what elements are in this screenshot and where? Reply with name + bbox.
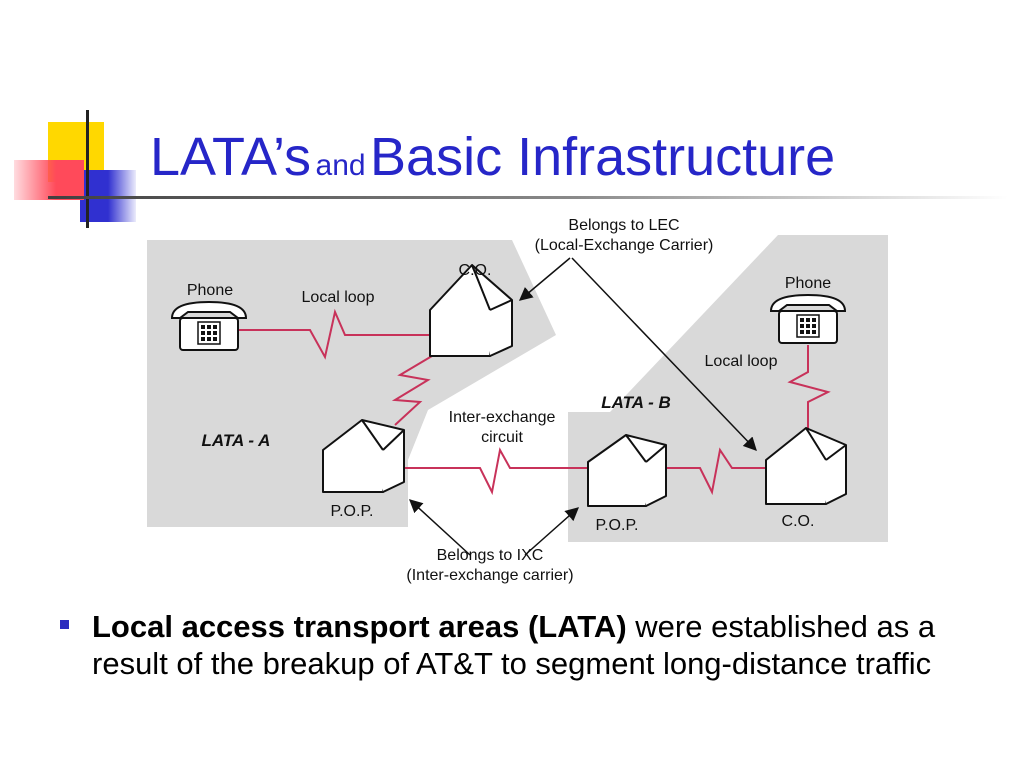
title-part3: Basic Infrastructure <box>370 127 836 187</box>
local-loop-a-wire <box>238 308 432 360</box>
pop-co-b-wire <box>664 447 770 496</box>
interexchange-label-line2: circuit <box>481 429 523 446</box>
local-loop-a-label: Local loop <box>302 289 375 306</box>
ixc-arrow-to-pop-a <box>409 499 471 556</box>
title-part1: LATA’s <box>150 127 312 187</box>
lata-b-label: LATA - B <box>601 393 671 412</box>
co-a-house-icon <box>429 264 513 357</box>
local-loop-b-wire <box>787 345 831 432</box>
lata-a-label: LATA - A <box>202 431 271 450</box>
page-title: LATA’s and Basic Infrastructure <box>150 122 1010 192</box>
phone-a-icon <box>170 300 248 351</box>
bullet-rest-text: were established as a result of the brea… <box>92 609 936 681</box>
co-a-label: C.O. <box>459 262 492 279</box>
bullet-square-icon <box>60 620 69 629</box>
phone-b-icon <box>769 293 847 344</box>
lec-label-line1: Belongs to LEC <box>568 217 679 234</box>
pop-b-house-icon <box>587 434 667 507</box>
phone-a-label: Phone <box>187 282 233 299</box>
lec-arrow-to-co-a <box>518 257 571 301</box>
local-loop-b-label: Local loop <box>705 353 778 370</box>
deco-vertical-line <box>86 110 89 228</box>
lec-arrow-to-co-b <box>571 257 757 451</box>
co-b-house-icon <box>765 427 847 505</box>
ixc-label-line1: Belongs to IXC <box>437 547 544 564</box>
co-pop-a-wire <box>391 355 433 426</box>
interexchange-wire <box>404 447 590 496</box>
ixc-arrow-to-pop-b <box>524 507 580 556</box>
pop-a-house-icon <box>322 419 405 493</box>
deco-red-square <box>14 160 84 200</box>
bullet-bold-text: Local access transport areas (LATA) <box>92 609 627 644</box>
phone-b-label: Phone <box>785 275 831 292</box>
pop-a-label: P.O.P. <box>331 503 374 520</box>
co-b-label: C.O. <box>782 513 815 530</box>
title-part2: and <box>315 149 366 182</box>
bullet-text: Local access transport areas (LATA) were… <box>92 608 972 682</box>
interexchange-label-line1: Inter-exchange <box>449 409 556 426</box>
lec-label-line2: (Local-Exchange Carrier) <box>535 237 714 254</box>
ixc-label-line2: (Inter-exchange carrier) <box>406 567 573 584</box>
title-underline <box>48 196 1008 199</box>
pop-b-label: P.O.P. <box>596 517 639 534</box>
